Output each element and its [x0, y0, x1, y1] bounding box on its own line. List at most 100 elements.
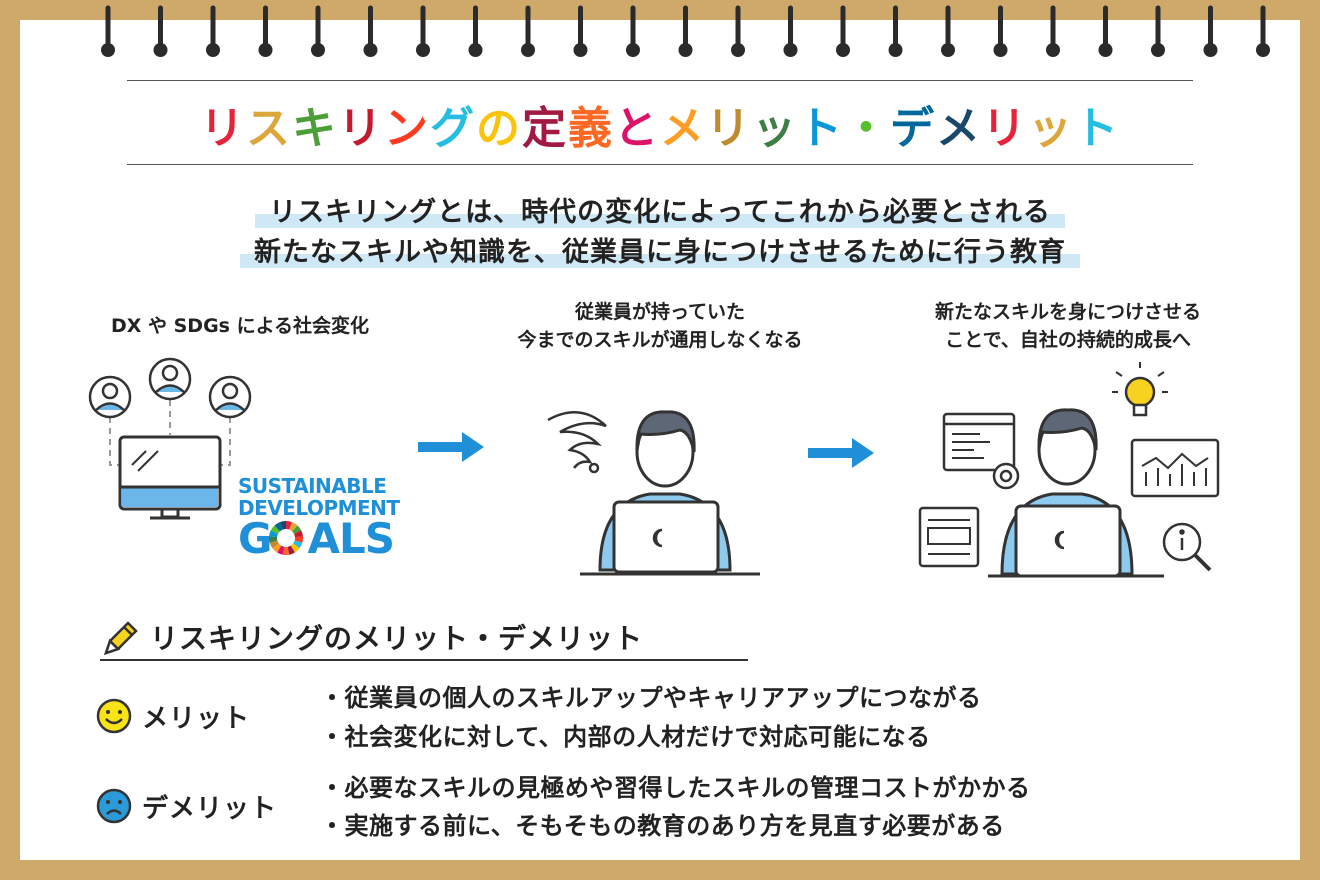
binder-ring-icon — [783, 5, 798, 57]
monitor-icon — [118, 435, 222, 520]
pencil-icon — [104, 621, 138, 655]
binder-rings — [101, 5, 1270, 57]
sdgs-wheel-segment — [269, 530, 278, 538]
title-char: リ — [338, 103, 384, 154]
merit-item-1: ・従業員の個人のスキルアップやキャリアアップにつながる — [320, 684, 982, 712]
sdgs-wheel-segment — [290, 543, 300, 553]
step-3-caption: 新たなスキルを身につけさせる ことで、自社の持続的成長へ — [934, 301, 1201, 351]
chart-window-icon — [1130, 438, 1220, 498]
binder-ring-icon — [836, 5, 850, 57]
skilled-worker-illustration — [918, 362, 1220, 578]
title-char: リ — [982, 103, 1028, 154]
binder-ring-icon — [1256, 5, 1270, 57]
title-char: デ — [890, 103, 936, 154]
sad-face-icon — [96, 788, 132, 824]
arrow-right-icon — [418, 432, 484, 462]
title-rule-bottom — [127, 164, 1193, 165]
binder-ring-icon — [521, 5, 535, 57]
sdgs-logo-als: ALS — [307, 514, 395, 563]
binder-ring-icon — [1046, 5, 1060, 57]
document-icon — [918, 506, 980, 568]
confused-worker-illustration — [547, 410, 760, 576]
binder-ring-icon — [363, 5, 378, 57]
sdgs-logo-line-2: DEVELOPMENT — [238, 496, 400, 520]
sdgs-wheel-segment — [272, 543, 282, 553]
binder-ring-icon — [941, 5, 955, 57]
magnifier-info-icon — [1162, 522, 1212, 572]
title-char: 定 — [522, 103, 568, 154]
sdgs-wheel-icon — [269, 521, 303, 555]
binder-ring-icon — [468, 5, 483, 57]
demerit-item-1: ・必要なスキルの見極めや習得したスキルの管理コストがかかる — [320, 774, 1031, 802]
sdgs-wheel-segment — [294, 530, 303, 538]
smile-face-icon — [96, 698, 132, 734]
binder-ring-icon — [573, 5, 588, 57]
title-char: メ — [660, 103, 706, 154]
title-char: ト — [798, 103, 844, 154]
code-window-icon — [942, 412, 1016, 472]
sdgs-logo-g: G — [238, 514, 272, 563]
binder-ring-icon — [311, 5, 325, 57]
title-char: キ — [292, 103, 338, 154]
title-char: 義 — [568, 103, 614, 154]
title-char: リ — [706, 103, 752, 154]
person-icon — [208, 375, 252, 419]
sdgs-wheel-segment — [282, 546, 290, 555]
binder-ring-icon — [1203, 5, 1218, 57]
merit-label: メリット — [142, 704, 251, 734]
title-char: と — [614, 103, 660, 154]
binder-ring-icon — [153, 5, 168, 57]
binder-ring-icon — [101, 5, 115, 57]
arrow-right-icon — [808, 438, 874, 468]
binder-ring-icon — [731, 5, 745, 57]
social-change-illustration — [88, 357, 252, 520]
sdgs-wheel-segment — [294, 536, 303, 543]
sdgs-wheel-segment — [292, 525, 302, 534]
demerit-label: デメリット — [142, 794, 278, 824]
sdgs-wheel-segment — [293, 540, 303, 549]
title-char: ス — [246, 103, 292, 154]
page-title: リスキリングの定義とメリット・デメリット — [127, 92, 1193, 156]
definition-line-2: 新たなスキルや知識を、従業員に身につけさせるために行う教育 — [0, 230, 1320, 269]
demerit-item-2: ・実施する前に、そもそもの教育のあり方を見直す必要がある — [320, 812, 1005, 840]
binder-ring-icon — [258, 5, 273, 57]
sdgs-logo-goals: G ALS — [238, 514, 395, 563]
section-heading-text: リスキリングのメリット・デメリット — [150, 622, 644, 655]
step-1-caption: DX や SDGs による社会変化 — [110, 315, 370, 337]
light-bulb-icon — [1112, 362, 1168, 417]
title-char: メ — [936, 103, 982, 154]
sdgs-wheel-segment — [269, 540, 279, 549]
binder-ring-icon — [993, 5, 1008, 57]
title-char: ッ — [1028, 103, 1074, 154]
binder-ring-icon — [1098, 5, 1113, 57]
title-char: ッ — [752, 103, 798, 154]
binder-ring-icon — [626, 5, 640, 57]
sdgs-wheel-segment — [269, 536, 278, 543]
title-char: ・ — [844, 103, 890, 154]
sdgs-wheel-segment — [270, 525, 280, 534]
sdgs-wheel-segment — [286, 521, 293, 530]
binder-ring-icon — [1151, 5, 1165, 57]
sdgs-wheel-segment — [277, 545, 285, 555]
person-icon — [88, 375, 132, 419]
merit-item-2: ・社会変化に対して、内部の人材だけで対応可能になる — [320, 723, 931, 751]
merit-demerit-heading: リスキリングのメリット・デメリット — [100, 615, 748, 661]
confusion-swirl-icon — [547, 411, 607, 474]
sdgs-wheel-segment — [279, 521, 286, 530]
sdgs-wheel-segment — [287, 545, 295, 555]
binder-ring-icon — [206, 5, 220, 57]
sdgs-wheel-segment — [289, 522, 298, 532]
title-char: ト — [1074, 103, 1120, 154]
binder-ring-icon — [416, 5, 430, 57]
title-rule-top — [127, 80, 1193, 81]
person-icon — [148, 357, 192, 401]
sdgs-wheel-segment — [274, 522, 283, 532]
title-char: リ — [200, 103, 246, 154]
step-2-caption: 従業員が持っていた 今までのスキルが通用しなくなる — [517, 301, 803, 351]
title-char: グ — [430, 103, 476, 154]
sdgs-logo-line-1: SUSTAINABLE — [238, 474, 387, 498]
gear-icon — [992, 462, 1020, 490]
definition-line-1: リスキリングとは、時代の変化によってこれから必要とされる — [0, 190, 1320, 229]
title-char: ン — [384, 103, 430, 154]
binder-ring-icon — [678, 5, 693, 57]
